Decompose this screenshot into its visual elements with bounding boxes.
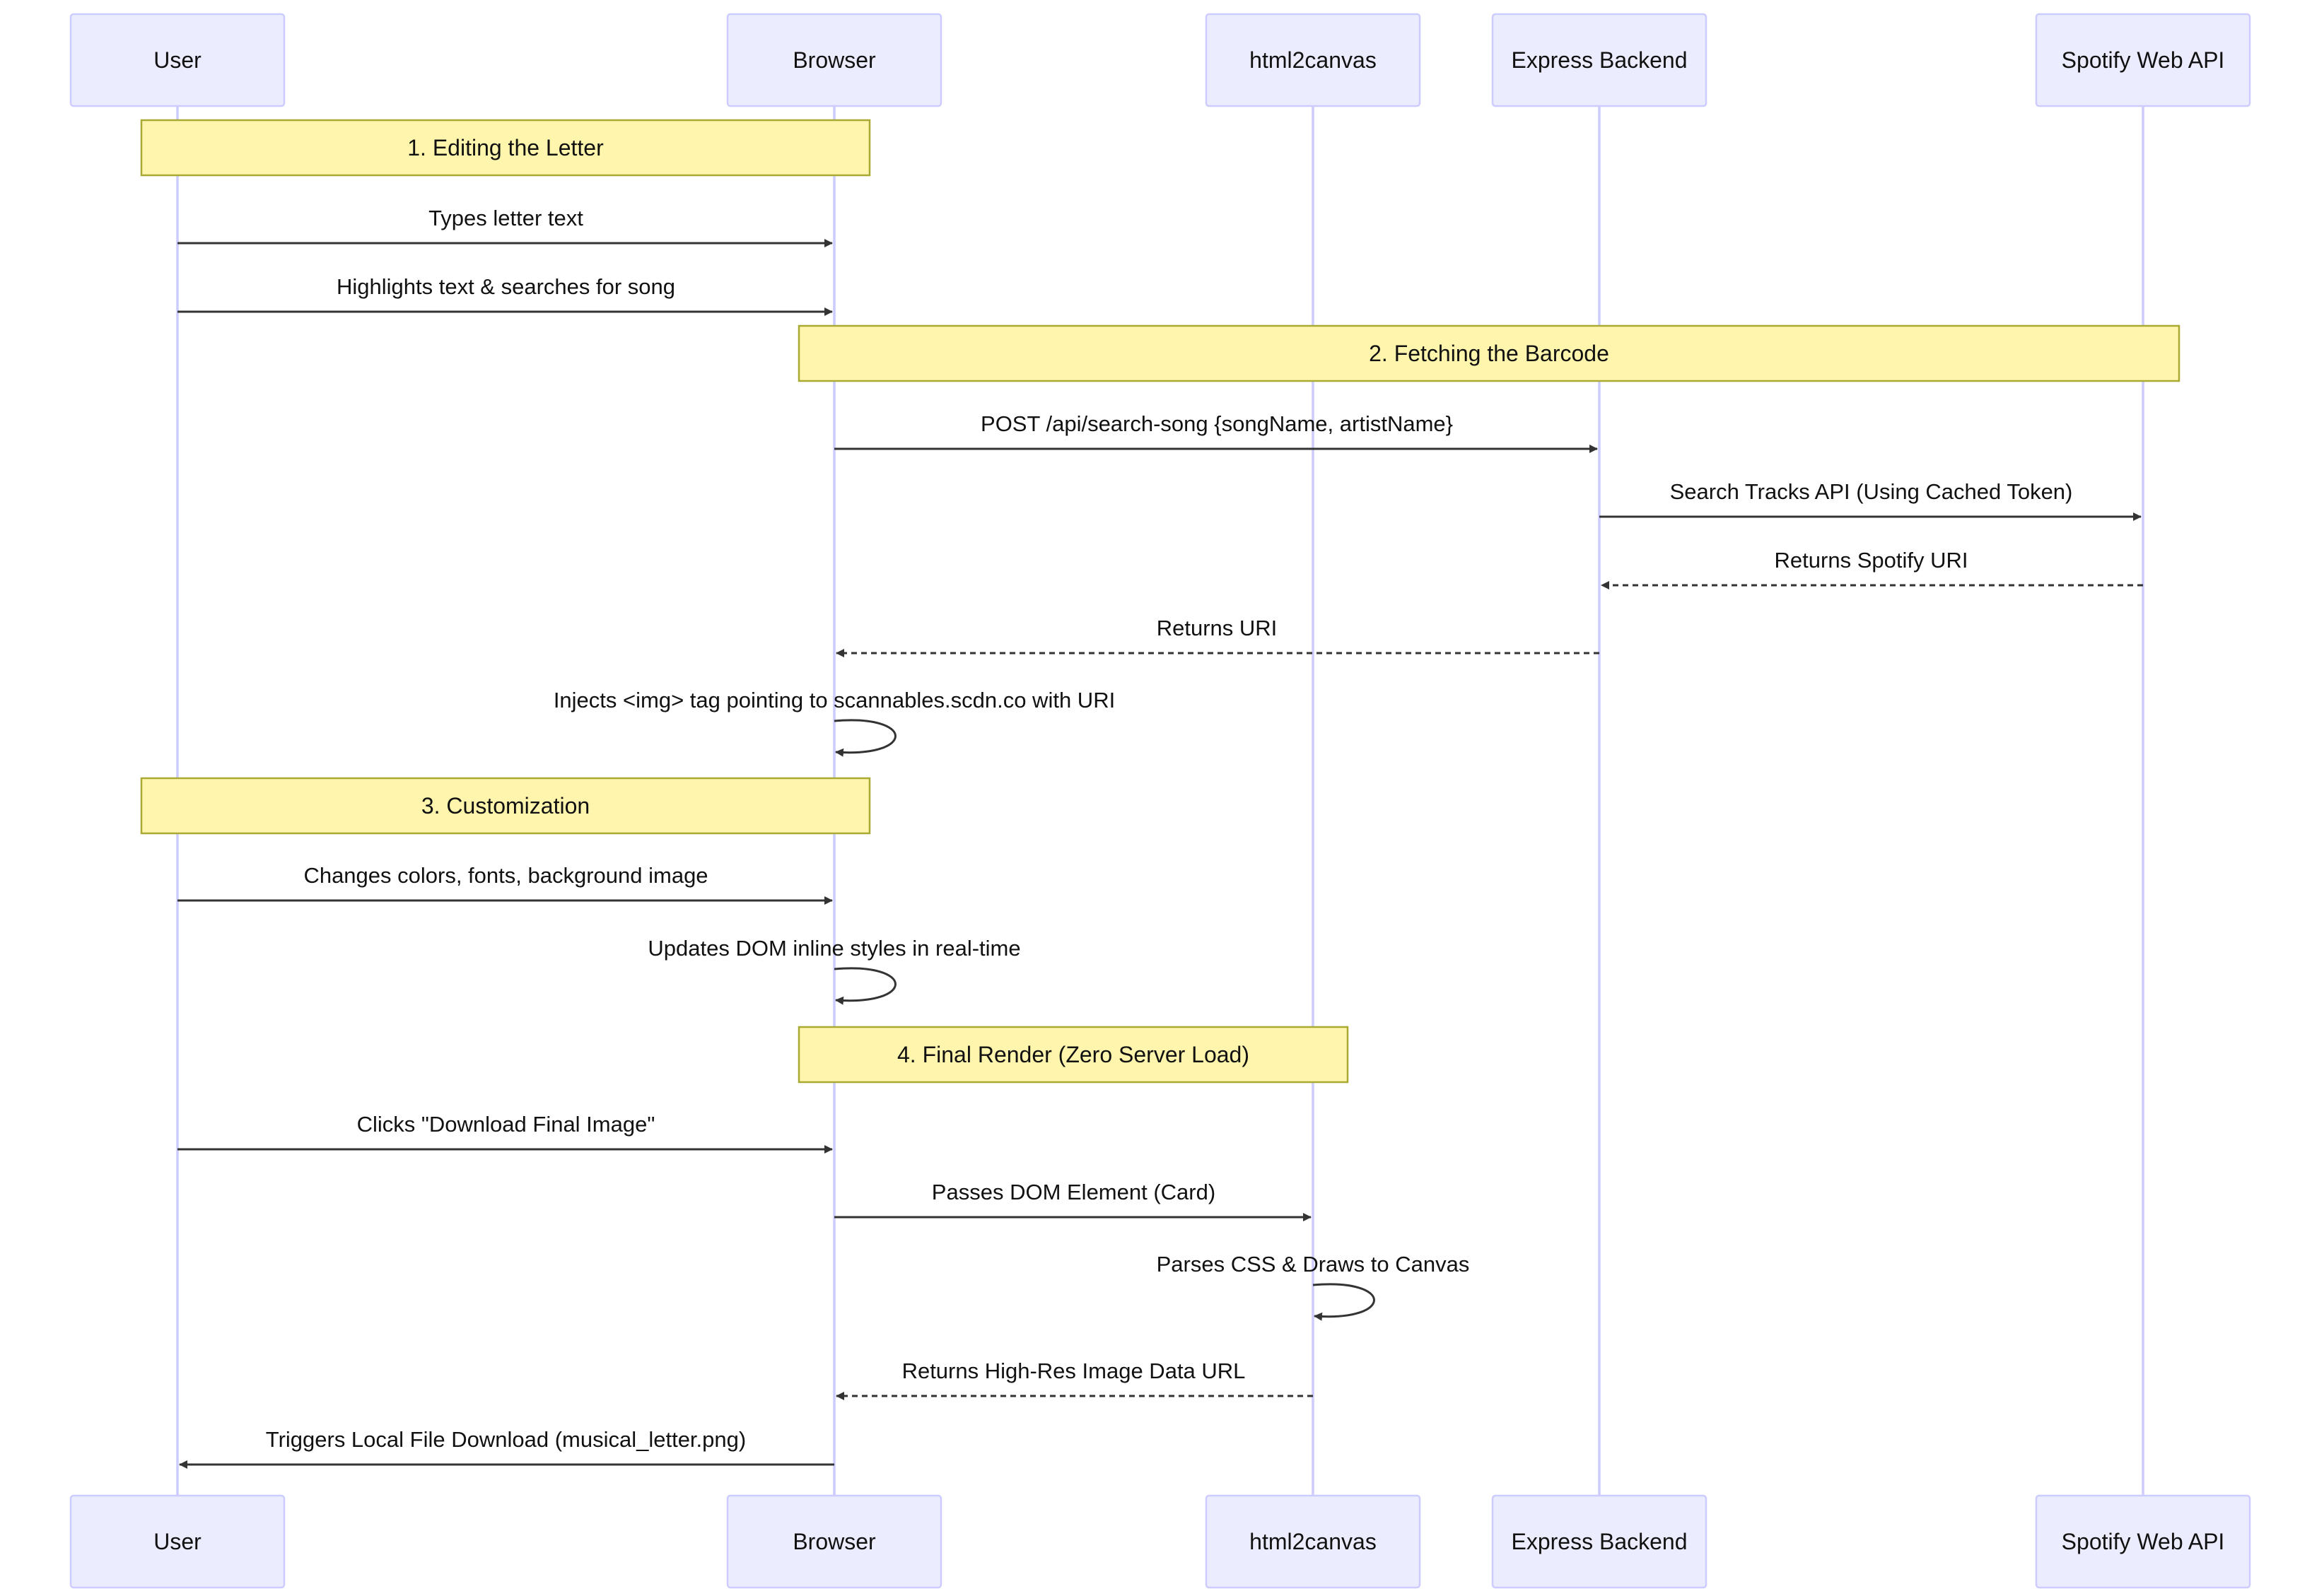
participant-box	[2035, 1494, 2251, 1589]
message-label: Search Tracks API (Using Cached Token)	[1670, 479, 2073, 504]
participant-box	[2035, 13, 2251, 107]
note-3: 3. Customization	[140, 777, 871, 835]
message-label: Returns Spotify URI	[1775, 548, 1968, 573]
note-1: 1. Editing the Letter	[140, 119, 871, 177]
note-label: 4. Final Render (Zero Server Load)	[897, 1042, 1249, 1067]
participant-backend-top: Express Backend	[1491, 13, 1707, 107]
message-11: Passes DOM Element (Card)	[834, 1180, 1312, 1221]
participants-top: User Browser html2canvas Express Backend Spo…	[69, 13, 2251, 107]
participant-label: User	[153, 1529, 202, 1554]
message-5: Returns Spotify URI	[1601, 548, 2143, 589]
participant-label: Spotify Web API	[2062, 1529, 2225, 1554]
participant-h2c-top: html2canvas	[1205, 13, 1421, 107]
message-label: Triggers Local File Download (musical_le…	[266, 1427, 746, 1452]
message-label: Returns High-Res Image Data URL	[902, 1359, 1246, 1383]
message-label: Highlights text & searches for song	[337, 274, 675, 299]
message-label: Types letter text	[428, 206, 583, 230]
message-label: Returns URI	[1157, 616, 1278, 640]
message-2: Highlights text & searches for song	[177, 274, 833, 316]
message-label: Clicks "Download Final Image"	[357, 1112, 655, 1137]
participant-box	[1205, 1494, 1421, 1589]
note-label: 3. Customization	[421, 793, 590, 818]
message-14: Triggers Local File Download (musical_le…	[179, 1427, 834, 1469]
message-6: Returns URI	[836, 616, 1599, 657]
note-box	[140, 119, 871, 177]
participant-user-bottom: User	[69, 1494, 286, 1589]
participant-box	[726, 13, 942, 107]
self-message-arrow	[834, 719, 897, 757]
participant-label: Browser	[793, 1529, 876, 1554]
participant-label: User	[153, 47, 202, 73]
message-4: Search Tracks API (Using Cached Token)	[1599, 479, 2142, 521]
message-1: Types letter text	[177, 206, 833, 247]
message-13: Returns High-Res Image Data URL	[836, 1359, 1313, 1400]
note-box	[140, 777, 871, 835]
note-label: 2. Fetching the Barcode	[1369, 341, 1609, 366]
participant-label: Spotify Web API	[2062, 47, 2225, 73]
message-3: POST /api/search-song {songName, artistN…	[834, 411, 1598, 453]
message-7: Injects <img> tag pointing to scannables…	[554, 688, 1115, 757]
participant-label: html2canvas	[1249, 1529, 1377, 1554]
participant-label: Express Backend	[1511, 47, 1687, 73]
message-9: Updates DOM inline styles in real-time	[648, 936, 1021, 1005]
participant-user-top: User	[69, 13, 286, 107]
note-box	[798, 324, 2180, 382]
participant-browser-bottom: Browser	[726, 1494, 942, 1589]
self-message-arrow	[834, 967, 897, 1005]
message-12: Parses CSS & Draws to Canvas	[1157, 1252, 1470, 1321]
participant-spotify-bottom: Spotify Web API	[2035, 1494, 2251, 1589]
participant-box	[726, 1494, 942, 1589]
participant-box	[69, 1494, 286, 1589]
message-label: Parses CSS & Draws to Canvas	[1157, 1252, 1470, 1277]
message-label: Updates DOM inline styles in real-time	[648, 936, 1020, 961]
participant-box	[1491, 1494, 1707, 1589]
participant-spotify-top: Spotify Web API	[2035, 13, 2251, 107]
notes: 1. Editing the Letter 2. Fetching the Bar…	[140, 119, 2180, 1084]
message-label: POST /api/search-song {songName, artistN…	[981, 411, 1453, 436]
message-10: Clicks "Download Final Image"	[177, 1112, 833, 1154]
message-8: Changes colors, fonts, background image	[177, 863, 833, 905]
message-label: Changes colors, fonts, background image	[303, 863, 708, 888]
message-label: Injects <img> tag pointing to scannables…	[554, 688, 1115, 712]
participant-label: Express Backend	[1511, 1529, 1687, 1554]
participant-h2c-bottom: html2canvas	[1205, 1494, 1421, 1589]
note-label: 1. Editing the Letter	[407, 135, 604, 160]
note-box	[798, 1026, 1349, 1084]
participant-label: Browser	[793, 47, 876, 73]
message-label: Passes DOM Element (Card)	[932, 1180, 1215, 1204]
participants-bottom: User Browser html2canvas Express Backend Spo…	[69, 1494, 2251, 1589]
self-message-arrow	[1312, 1283, 1375, 1321]
note-2: 2. Fetching the Barcode	[798, 324, 2180, 382]
participant-browser-top: Browser	[726, 13, 942, 107]
participant-box	[1205, 13, 1421, 107]
note-4: 4. Final Render (Zero Server Load)	[798, 1026, 1349, 1084]
participant-box	[69, 13, 286, 107]
participant-label: html2canvas	[1249, 47, 1377, 73]
participant-backend-bottom: Express Backend	[1491, 1494, 1707, 1589]
participant-box	[1491, 13, 1707, 107]
